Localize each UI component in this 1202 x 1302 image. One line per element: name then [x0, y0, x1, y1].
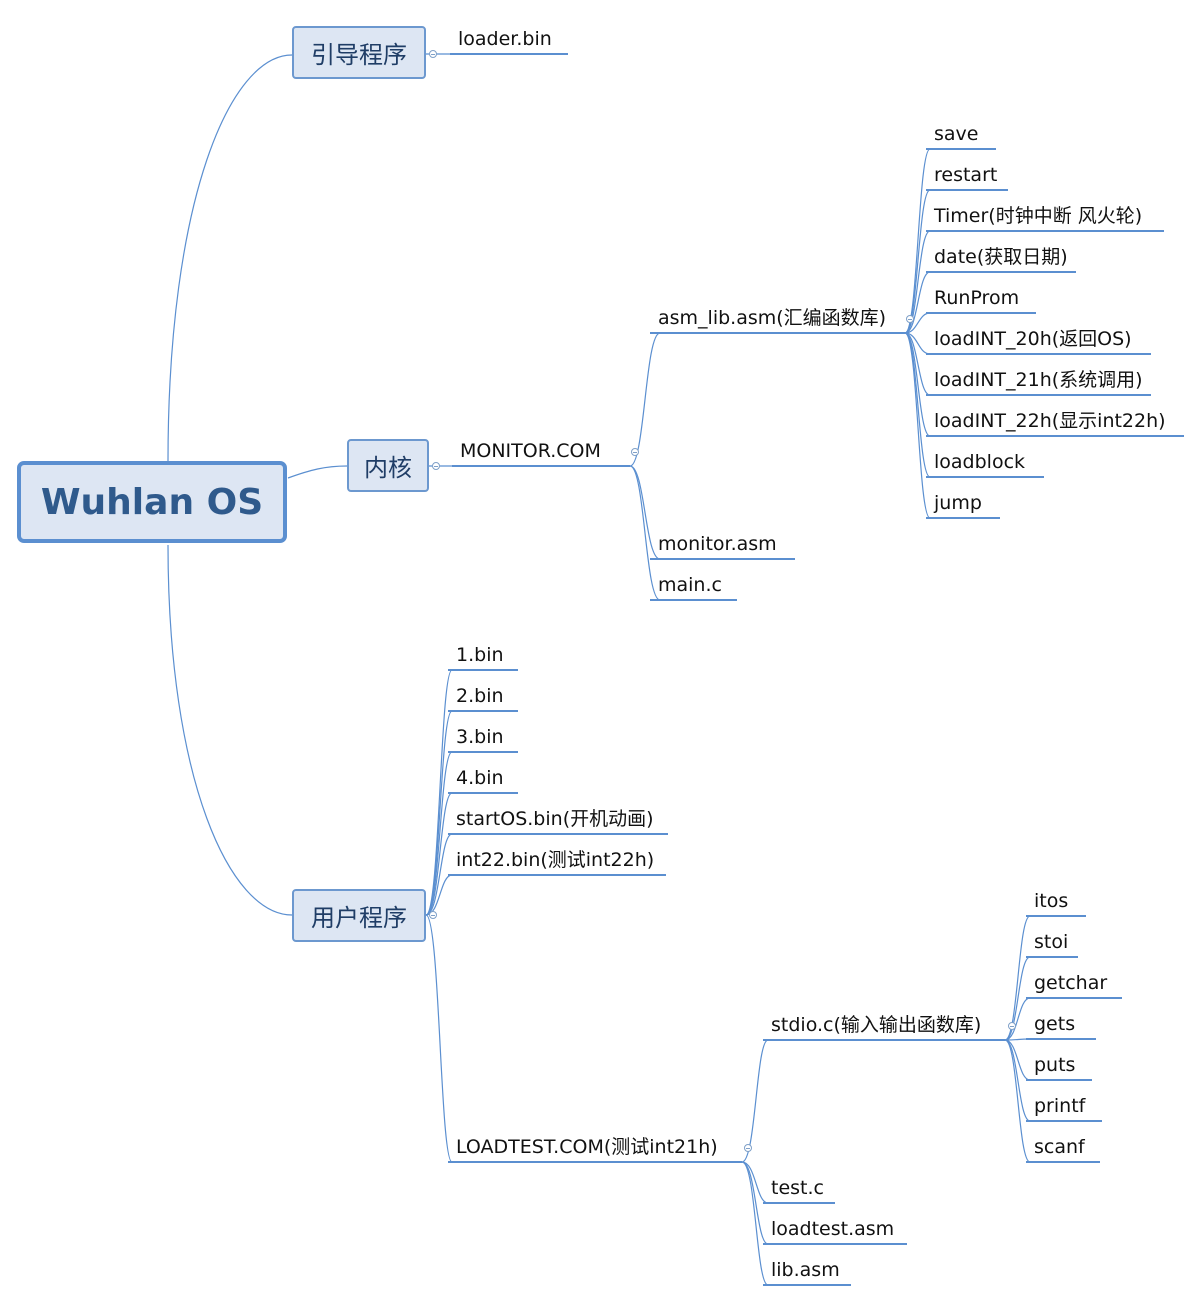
leaf-asm-lib-4[interactable]: RunProm	[934, 287, 1020, 309]
leaf-user-0[interactable]: 1.bin	[456, 644, 504, 666]
node-asm-lib-collapse-icon[interactable]	[906, 315, 914, 323]
node-loadtest-com-underline	[448, 1161, 742, 1163]
branch-boot-label: 引导程序	[311, 41, 407, 69]
leaf-user-4-underline	[448, 833, 668, 835]
leaf-monitor-asm[interactable]: monitor.asm	[658, 533, 777, 555]
leaf-loadtest-0-underline	[763, 1202, 835, 1204]
connector-monitor-mainc	[629, 465, 661, 601]
leaf-asm-lib-8-underline	[926, 476, 1044, 478]
leaf-asm-lib-7-underline	[926, 435, 1184, 437]
root-label: Wuhlan OS	[40, 481, 264, 523]
leaf-asm-lib-7[interactable]: loadINT_22h(显示int22h)	[934, 410, 1166, 432]
leaf-user-2-underline	[448, 751, 518, 753]
leaf-stdio-3-underline	[1026, 1038, 1096, 1040]
connector-monitor-monitorasm	[629, 465, 661, 560]
leaf-stdio-2-underline	[1026, 997, 1122, 999]
leaf-asm-lib-6-underline	[926, 394, 1151, 396]
node-stdio-c-underline	[763, 1039, 1005, 1041]
leaf-asm-lib-3[interactable]: date(获取日期)	[934, 246, 1068, 268]
leaf-loadtest-2-underline	[763, 1284, 851, 1286]
leaf-loadtest-0[interactable]: test.c	[771, 1177, 824, 1199]
collapse-boot-icon[interactable]	[429, 50, 437, 58]
leaf-asm-lib-5-underline	[926, 353, 1151, 355]
node-loadtest-com[interactable]: LOADTEST.COM(测试int21h)	[456, 1136, 718, 1158]
connector-monitor-asmlib	[629, 332, 661, 467]
leaf-stdio-3[interactable]: gets	[1034, 1013, 1076, 1035]
connectors-asmlib-children	[904, 148, 931, 519]
leaf-asm-lib-6[interactable]: loadINT_21h(系统调用)	[934, 369, 1143, 391]
leaf-stdio-5-underline	[1026, 1120, 1102, 1122]
branch-boot[interactable]: 引导程序	[292, 26, 426, 79]
node-loadtest-com-collapse-icon[interactable]	[744, 1144, 752, 1152]
leaf-loader-bin[interactable]: loader.bin	[458, 28, 552, 50]
leaf-stdio-6[interactable]: scanf	[1034, 1136, 1085, 1158]
leaf-asm-lib-9[interactable]: jump	[934, 492, 982, 514]
node-stdio-c[interactable]: stdio.c(输入输出函数库)	[771, 1014, 982, 1036]
leaf-asm-lib-3-underline	[926, 271, 1076, 273]
leaf-monitor-asm-underline	[650, 558, 795, 560]
collapse-kernel-icon[interactable]	[432, 462, 440, 470]
node-asm-lib-underline	[650, 332, 905, 334]
node-monitor-com[interactable]: MONITOR.COM	[460, 440, 601, 462]
leaf-stdio-0-underline	[1026, 915, 1086, 917]
leaf-user-0-underline	[448, 669, 518, 671]
connectors-user-children	[425, 669, 453, 1163]
root-node[interactable]: Wuhlan OS	[17, 461, 287, 543]
leaf-stdio-6-underline	[1026, 1161, 1100, 1163]
collapse-user-icon[interactable]	[429, 911, 437, 919]
branch-kernel-label: 内核	[364, 454, 412, 482]
leaf-stdio-1[interactable]: stoi	[1034, 931, 1069, 953]
leaf-asm-lib-9-underline	[926, 517, 1000, 519]
leaf-user-2[interactable]: 3.bin	[456, 726, 504, 748]
leaf-stdio-1-underline	[1026, 956, 1078, 958]
leaf-asm-lib-0-underline	[926, 148, 996, 150]
branch-user-label: 用户程序	[311, 904, 407, 932]
leaf-user-5[interactable]: int22.bin(测试int22h)	[456, 849, 655, 871]
leaf-stdio-4-underline	[1026, 1079, 1092, 1081]
leaf-stdio-5[interactable]: printf	[1034, 1095, 1086, 1117]
leaf-user-4[interactable]: startOS.bin(开机动画)	[456, 808, 654, 830]
leaf-loadtest-1[interactable]: loadtest.asm	[771, 1218, 895, 1240]
leaf-asm-lib-5[interactable]: loadINT_20h(返回OS)	[934, 328, 1132, 350]
leaf-asm-lib-1-underline	[926, 189, 1008, 191]
connector-root-user	[167, 544, 293, 916]
connector-root-kernel	[287, 465, 348, 479]
branch-kernel[interactable]: 内核	[347, 439, 429, 492]
leaf-loadtest-1-underline	[763, 1243, 907, 1245]
leaf-stdio-4[interactable]: puts	[1034, 1054, 1076, 1076]
branch-user[interactable]: 用户程序	[292, 889, 426, 942]
leaf-user-1-underline	[448, 710, 518, 712]
leaf-asm-lib-1[interactable]: restart	[934, 164, 998, 186]
node-stdio-c-collapse-icon[interactable]	[1008, 1022, 1016, 1030]
node-asm-lib[interactable]: asm_lib.asm(汇编函数库)	[658, 307, 887, 329]
connector-root-boot	[167, 54, 293, 462]
leaf-user-1[interactable]: 2.bin	[456, 685, 504, 707]
node-monitor-com-collapse-icon[interactable]	[631, 448, 639, 456]
leaf-main-c[interactable]: main.c	[658, 574, 722, 596]
leaf-stdio-2[interactable]: getchar	[1034, 972, 1108, 994]
leaf-asm-lib-2-underline	[926, 230, 1164, 232]
leaf-user-3-underline	[448, 792, 518, 794]
leaf-stdio-0[interactable]: itos	[1034, 890, 1069, 912]
leaf-asm-lib-8[interactable]: loadblock	[934, 451, 1026, 473]
node-monitor-com-underline	[452, 465, 630, 467]
leaf-user-5-underline	[448, 874, 666, 876]
leaf-loader-bin-underline	[450, 53, 568, 55]
leaf-user-3[interactable]: 4.bin	[456, 767, 504, 789]
leaf-loadtest-2[interactable]: lib.asm	[771, 1259, 840, 1281]
connectors-loadtest-children	[741, 1039, 769, 1286]
leaf-main-c-underline	[650, 599, 737, 601]
leaf-asm-lib-4-underline	[926, 312, 1036, 314]
leaf-asm-lib-0[interactable]: save	[934, 123, 979, 145]
leaf-asm-lib-2[interactable]: Timer(时钟中断 风火轮)	[934, 205, 1143, 227]
